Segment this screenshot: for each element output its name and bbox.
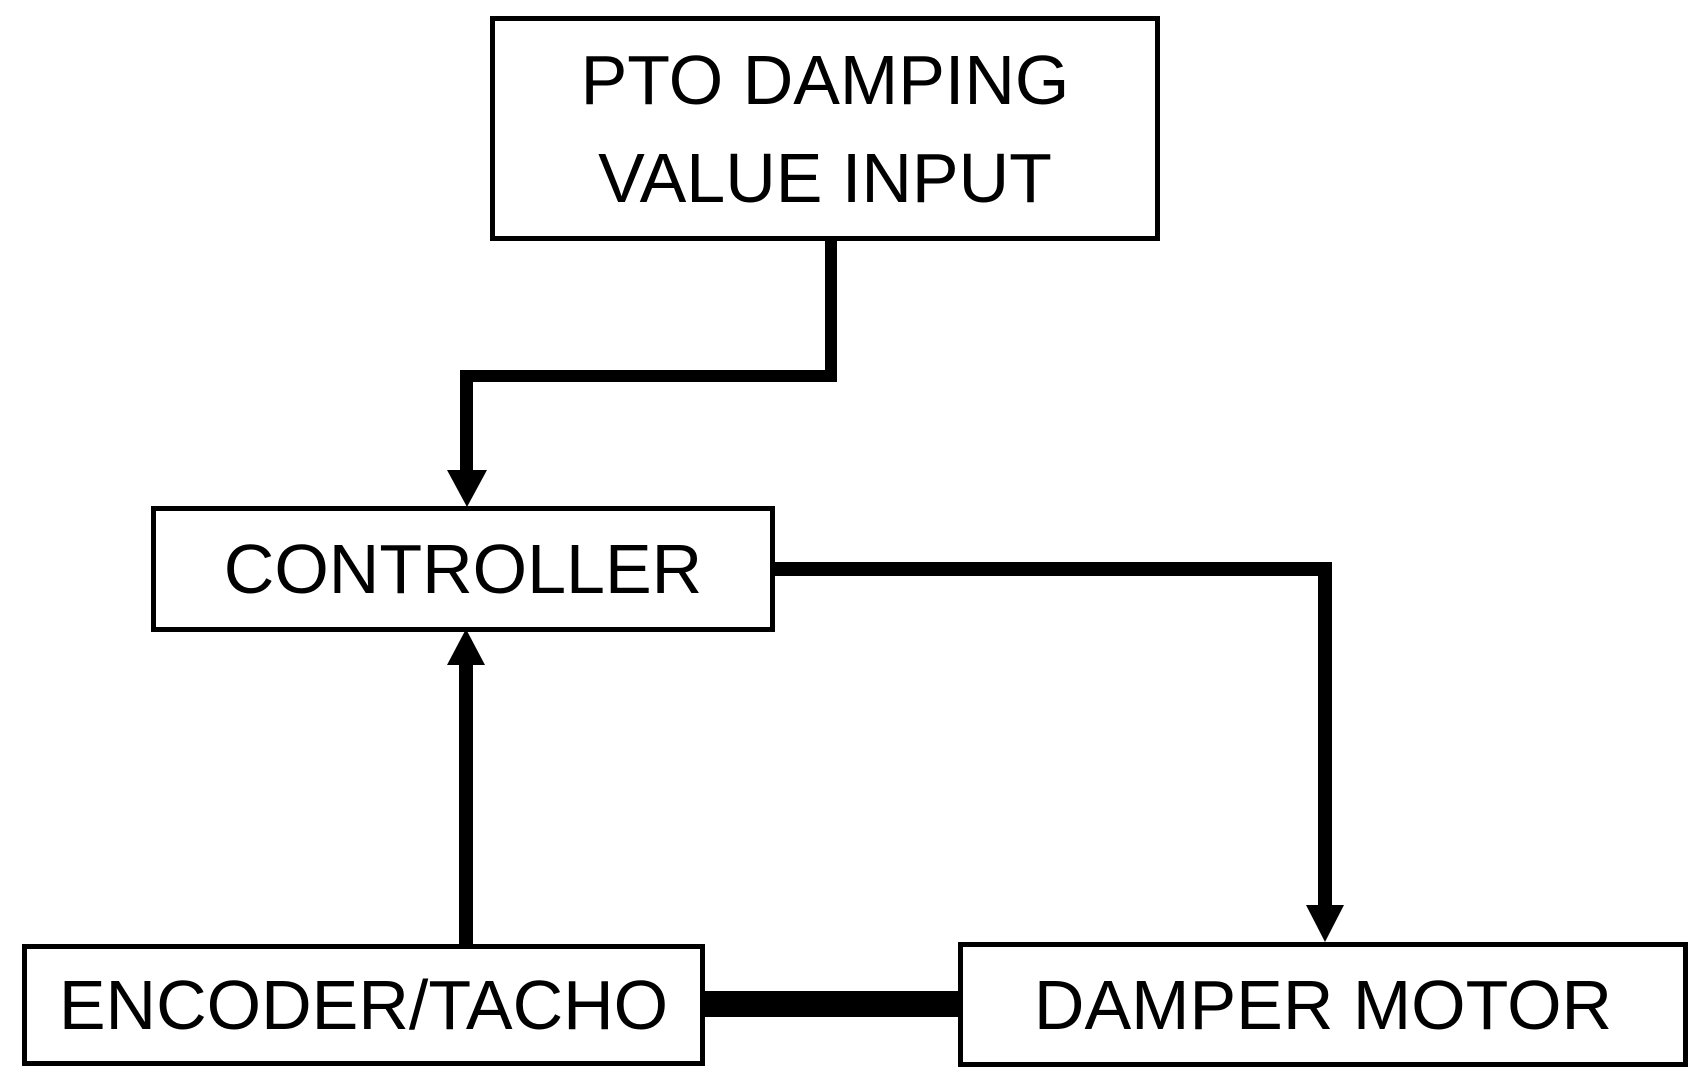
arrowhead-down-into-controller [447,470,487,507]
edge-controller-to-damper-segment-horizontal [775,562,1332,576]
arrowhead-down-into-damper-motor [1306,905,1344,942]
node-encoder-tacho-label: ENCODER/TACHO [58,966,669,1044]
edge-pto-to-controller-segment-shaft [460,370,473,472]
edge-encoder-to-damper-thick-line [703,991,960,1017]
edge-pto-to-controller-segment-vertical [825,240,837,382]
node-pto-damping-value-input: PTO DAMPING VALUE INPUT [490,16,1160,241]
arrowhead-up-into-controller [447,629,485,665]
edge-pto-to-controller-segment-horizontal [460,370,837,382]
node-controller: CONTROLLER [151,506,775,632]
edge-controller-to-damper-segment-vertical [1318,562,1332,907]
node-pto-label-line-1: PTO DAMPING [580,40,1070,119]
node-encoder-tacho: ENCODER/TACHO [22,944,705,1066]
node-pto-label-line-2: VALUE INPUT [598,138,1052,217]
edge-encoder-to-controller-shaft [459,663,473,945]
node-controller-label: CONTROLLER [223,530,703,608]
node-damper-motor-label: DAMPER MOTOR [1033,965,1613,1044]
node-damper-motor: DAMPER MOTOR [958,942,1688,1067]
